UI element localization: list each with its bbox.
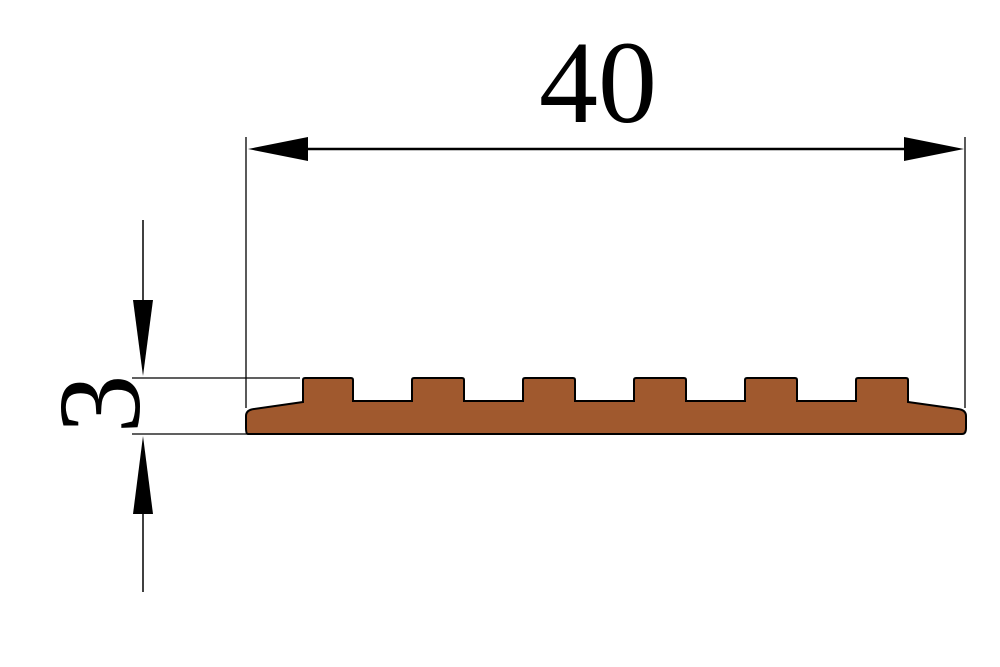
width-arrowhead-right xyxy=(904,137,964,161)
height-arrowhead-top xyxy=(133,300,153,376)
height-dimension-label: 3 xyxy=(34,375,165,434)
width-arrowhead-left xyxy=(248,137,308,161)
profile-cross-section xyxy=(245,377,967,435)
height-arrowhead-bottom xyxy=(133,436,153,514)
width-dimension-label: 40 xyxy=(539,17,657,148)
